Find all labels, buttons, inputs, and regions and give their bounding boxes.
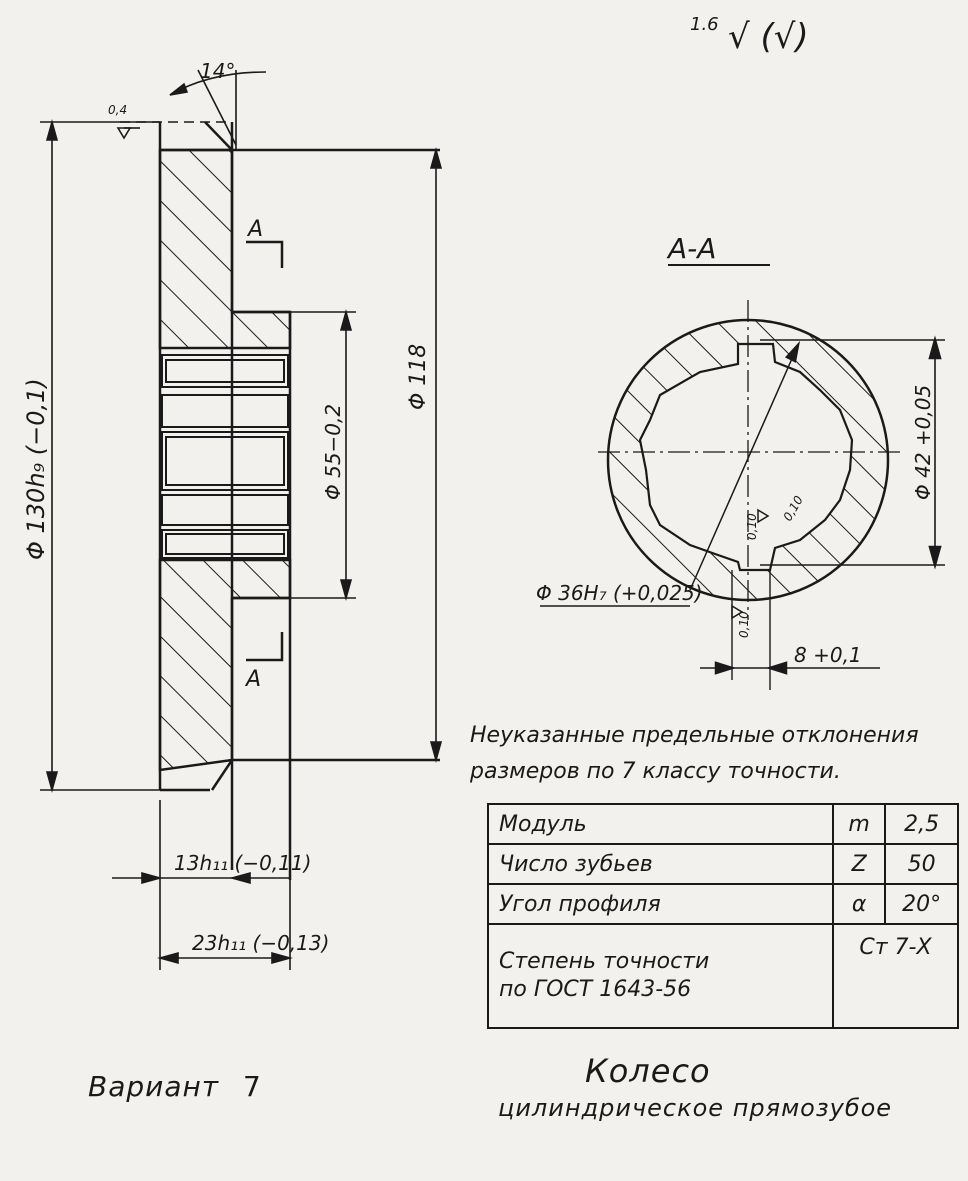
tolerance-a: 0,10 [745, 513, 759, 540]
param-row-module: Модуль m 2,5 [487, 803, 959, 845]
part-title: Колесо [585, 1052, 711, 1090]
param-value: 20° [884, 883, 959, 925]
section-mark-bottom-label: A [244, 667, 261, 692]
spline-bore [161, 354, 289, 559]
param-name: Степень точности по ГОСТ 1643-56 [487, 923, 834, 1029]
gear-parameters-table: Модуль m 2,5 Число зубьев Z 50 Угол проф… [487, 803, 960, 1029]
dimension-lines [40, 69, 443, 970]
param-name: Число зубьев [487, 843, 834, 885]
spline-profile [638, 342, 854, 572]
param-value: 50 [884, 843, 959, 885]
param-symbol: α [831, 883, 887, 925]
param-name: Модуль [487, 803, 834, 845]
dim-outer-diameter: Φ 130h₉ (−0,1) [22, 378, 50, 560]
dim-spline-width: 8 +0,1 [794, 643, 862, 667]
param-row-accuracy: Степень точности по ГОСТ 1643-56 Ст 7-Х [487, 923, 960, 1029]
dim-bore-diameter: Φ 55−0,2 [321, 404, 345, 500]
param-symbol: Z [831, 843, 887, 885]
dim-spline-outer: Φ 42 +0,05 [911, 385, 935, 500]
variant-label: Вариант 7 [88, 1070, 262, 1103]
upper-web-hatch [158, 148, 292, 350]
chamfer-label: 0,4 [108, 103, 127, 117]
param-name: Угол профиля [487, 883, 834, 925]
param-value: Ст 7-Х [831, 923, 960, 1029]
tolerance-note-line-2: размеров по 7 классу точности. [470, 759, 841, 784]
variant-word: Вариант [88, 1070, 220, 1103]
dim-spline-inner: Φ 36H₇ (+0,025) [536, 581, 703, 605]
angle-label: 14° [200, 59, 235, 83]
param-symbol: m [831, 803, 887, 845]
dim-hub-width: 13h₁₁ (−0,11) [174, 851, 311, 875]
lower-web-hatch [158, 558, 292, 772]
section-mark-top-label: A [246, 217, 263, 242]
accuracy-line-2: по ГОСТ 1643-56 [499, 977, 692, 1002]
part-subtitle: цилиндрическое прямозубое [498, 1094, 893, 1122]
section-mark-top-symbol [246, 240, 284, 268]
tolerance-note-line-1: Неуказанные предельные отклонения [470, 723, 919, 748]
accuracy-line-1: Степень точности [499, 949, 710, 974]
tolerance-c: 0,10 [737, 611, 751, 638]
tolerance-b: 0,10 [780, 493, 806, 523]
param-row-profile-angle: Угол профиля α 20° [487, 883, 959, 925]
roughness-marks: √ (√) [728, 17, 809, 57]
section-mark-bottom-symbol [246, 632, 284, 662]
tolerance-note: Неуказанные предельные отклонения размер… [470, 718, 965, 790]
param-value: 2,5 [884, 803, 959, 845]
drawing-labels: 1.6 √ (√) 0,4 14° Φ 130h₉ (−0,1) Φ 118 Φ… [22, 14, 935, 955]
param-row-teeth: Число зубьев Z 50 [487, 843, 959, 885]
gear-section-view [120, 121, 440, 880]
dim-total-width: 23h₁₁ (−0,13) [192, 931, 329, 955]
roughness-value: 1.6 [690, 14, 719, 35]
variant-number: 7 [243, 1070, 262, 1103]
dim-hub-diameter: Φ 118 [406, 344, 431, 410]
section-aa-title: A-A [666, 232, 716, 265]
